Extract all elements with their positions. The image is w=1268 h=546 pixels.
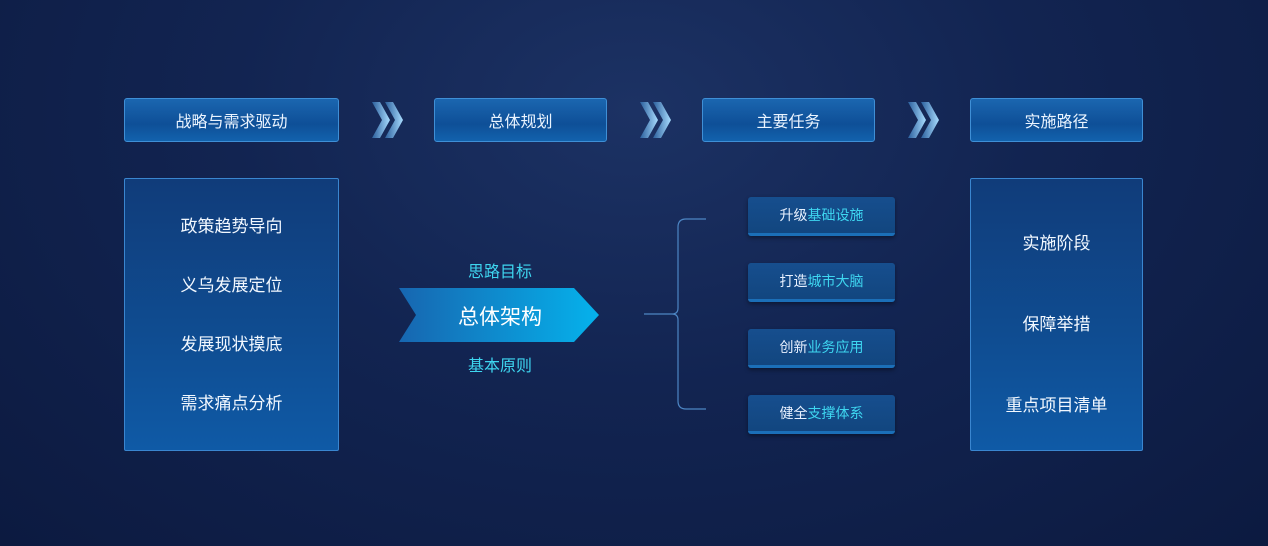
task-prefix: 升级 [779, 207, 808, 223]
task-highlight: 城市大脑 [807, 273, 864, 289]
task-business-apps: 创新业务应用 [748, 329, 895, 368]
task-prefix: 打造 [779, 273, 808, 289]
implementation-panel: 实施阶段 保障举措 重点项目清单 [970, 178, 1143, 451]
double-chevron-icon [372, 102, 403, 138]
implementation-item: 实施阶段 [1022, 234, 1091, 253]
task-highlight: 基础设施 [807, 207, 864, 223]
driver-item: 义乌发展定位 [180, 276, 283, 295]
double-chevron-icon [640, 102, 671, 138]
step-main-tasks: 主要任务 [702, 98, 875, 142]
driver-item: 政策趋势导向 [180, 217, 283, 236]
driver-item: 需求痛点分析 [180, 394, 283, 413]
architecture-arrow [399, 288, 599, 342]
task-infrastructure: 升级基础设施 [748, 197, 895, 236]
task-highlight: 支撑体系 [807, 405, 864, 421]
step-implementation: 实施路径 [970, 98, 1143, 142]
driver-item: 发展现状摸底 [180, 335, 283, 354]
step-overall-plan: 总体规划 [434, 98, 607, 142]
step-strategy: 战略与需求驱动 [124, 98, 339, 142]
drivers-panel: 政策趋势导向 义乌发展定位 发展现状摸底 需求痛点分析 [124, 178, 339, 451]
task-support-system: 健全支撑体系 [748, 395, 895, 434]
task-highlight: 业务应用 [807, 339, 864, 355]
implementation-item: 重点项目清单 [1005, 396, 1108, 415]
task-prefix: 创新 [779, 339, 808, 355]
task-city-brain: 打造城市大脑 [748, 263, 895, 302]
center-bottom-label: 基本原则 [467, 358, 532, 375]
bracket [644, 218, 706, 410]
task-prefix: 健全 [779, 405, 808, 421]
implementation-item: 保障举措 [1022, 315, 1091, 334]
center-main-label: 总体架构 [458, 306, 542, 329]
center-top-label: 思路目标 [467, 264, 532, 281]
double-chevron-icon [908, 102, 939, 138]
